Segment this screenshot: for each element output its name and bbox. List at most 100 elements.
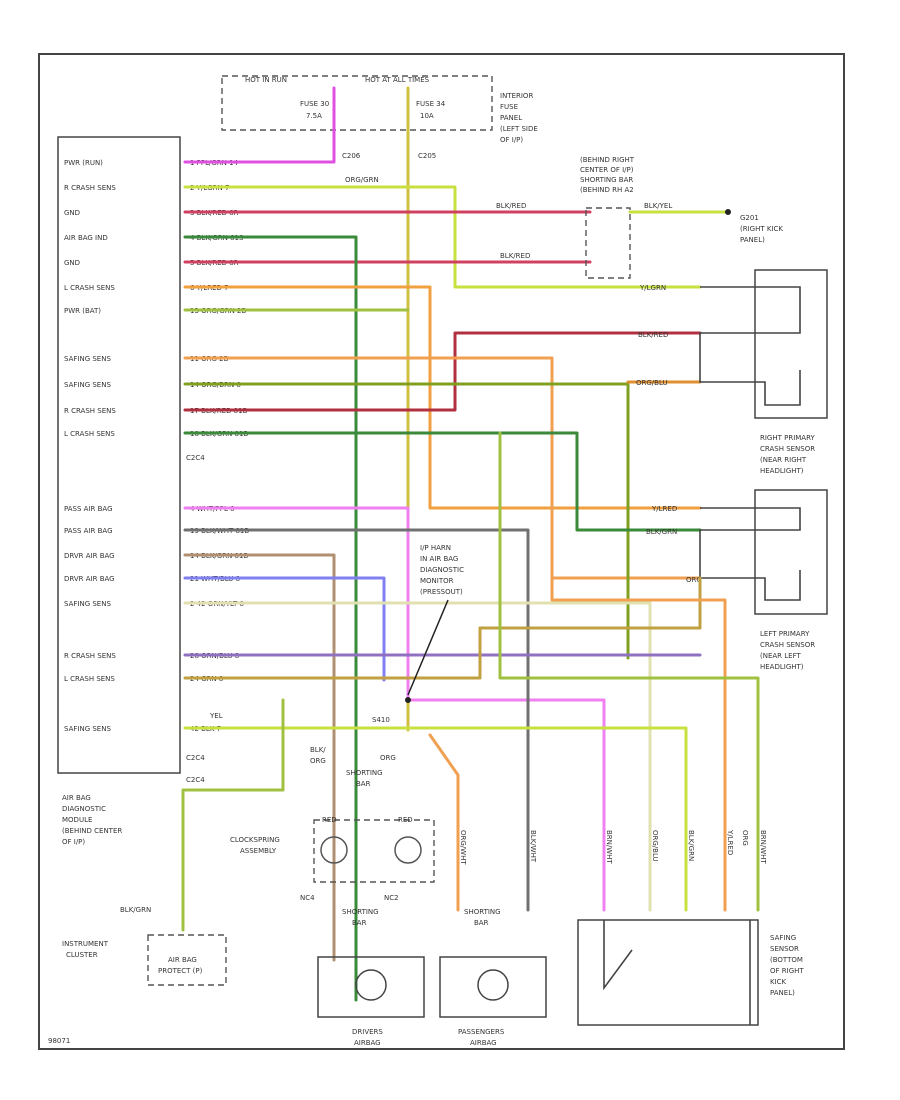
blk-red-label-3: BLK/RED <box>638 331 668 339</box>
svg-text:INSTRUMENT: INSTRUMENT <box>62 940 109 948</box>
passenger-airbag-box <box>439 956 547 1018</box>
wire-org-blu <box>183 356 702 580</box>
svg-text:INTERIOR: INTERIOR <box>500 92 533 100</box>
svg-text:FUSE: FUSE <box>500 103 518 111</box>
fuse-a-label: FUSE 30 <box>300 100 329 108</box>
g201-label: G201 (RIGHT KICK PANEL) <box>740 214 783 244</box>
svg-text:AIRBAG: AIRBAG <box>354 1039 381 1047</box>
wire-blk-42 <box>183 726 688 912</box>
module-pin-label: R CRASH SENS <box>64 184 116 192</box>
bottom-code: 98071 <box>48 1037 70 1045</box>
fuse-panel-label: INTERIOR FUSE PANEL (LEFT SIDE OF I/P) <box>500 92 538 144</box>
blk-red-label-2: BLK/RED <box>500 252 530 260</box>
g201-ground <box>725 209 731 215</box>
wire-fuse-a <box>183 86 336 164</box>
wire-blk-grn-14 <box>183 553 336 962</box>
svg-text:SHORTING: SHORTING <box>346 769 383 777</box>
blk-red-label-1: BLK/RED <box>496 202 526 210</box>
svg-text:BAR: BAR <box>352 919 367 927</box>
vertical-wire-label: BLK/WHT <box>529 830 537 863</box>
module-label: AIR BAG DIAGNOSTIC MODULE (BEHIND CENTER… <box>62 794 122 846</box>
clockspring-coil-1 <box>320 836 348 864</box>
left-sensor-label: LEFT PRIMARY CRASH SENSOR (NEAR LEFT HEA… <box>760 630 815 671</box>
red-label: RED <box>322 816 337 824</box>
module-pin-label: PWR (BAT) <box>64 307 101 315</box>
shorting-bar-top <box>585 207 631 279</box>
fuse-panel-box <box>221 75 493 131</box>
wire-blk-grn-vert <box>498 431 760 912</box>
module-pin-label: GND <box>64 209 80 217</box>
wire-blk-grn-mod <box>183 235 358 1002</box>
org-blu-label: ORG/BLU <box>636 379 668 387</box>
monitor-pointer <box>407 599 449 696</box>
monitor-label: I/P HARN IN AIR BAG DIAGNOSTIC MONITOR (… <box>420 544 464 596</box>
org-grn-label: ORG/GRN <box>345 176 379 184</box>
svg-text:PROTECT (P): PROTECT (P) <box>158 967 203 975</box>
nc2-label: NC2 <box>384 894 399 902</box>
diagram-border <box>38 53 845 1050</box>
red2-label: RED <box>398 816 413 824</box>
fuse-b-label: FUSE 34 <box>416 100 446 108</box>
hot-run-label: HOT IN RUN <box>245 76 287 84</box>
instrument-cluster-box <box>147 934 227 986</box>
vertical-wire-label: BRN/WHT <box>605 830 613 864</box>
fuse-b-amp: 10A <box>420 112 434 120</box>
shorting-bar-b-label: SHORTING BAR <box>342 908 379 927</box>
vertical-wire-label: ORG/BLU <box>651 830 659 862</box>
wire-grn-24 <box>183 576 702 680</box>
wire-orn-ylt <box>183 601 652 912</box>
shorting-bar-c-label: SHORTING BAR <box>464 908 501 927</box>
driver-airbag-label: DRIVERS AIRBAG <box>352 1028 383 1047</box>
svg-text:CLUSTER: CLUSTER <box>66 951 98 959</box>
svg-text:ORG: ORG <box>310 757 326 765</box>
wire-blk-wht <box>183 528 530 912</box>
svg-text:CRASH SENSOR: CRASH SENSOR <box>760 641 815 649</box>
svg-text:HEADLIGHT): HEADLIGHT) <box>760 467 804 475</box>
svg-text:PANEL): PANEL) <box>740 236 765 244</box>
svg-text:DIAGNOSTIC: DIAGNOSTIC <box>62 805 106 813</box>
module-pin-label: L CRASH SENS <box>64 284 115 292</box>
connector-label-1: C2C4 <box>186 454 205 462</box>
svg-text:IN AIR BAG: IN AIR BAG <box>420 555 458 563</box>
module-pin-label: DRVR AIR BAG <box>64 575 115 583</box>
c206-label: C206 <box>342 152 361 160</box>
vertical-wire-label: ORG <box>741 830 749 846</box>
yel-label: YEL <box>209 712 223 720</box>
svg-text:(NEAR LEFT: (NEAR LEFT <box>760 652 801 660</box>
vertical-wire-label: BRN/WHT <box>759 830 767 864</box>
wire-org-blu-3 <box>428 733 460 912</box>
left-sensor-switch <box>699 507 801 601</box>
module-pin-label: SAFING SENS <box>64 381 111 389</box>
wire-org-red <box>550 576 727 912</box>
s410-splice <box>405 697 411 703</box>
svg-text:CRASH SENSOR: CRASH SENSOR <box>760 445 815 453</box>
module-pin-label: R CRASH SENS <box>64 652 116 660</box>
module-pin-label: R CRASH SENS <box>64 407 116 415</box>
svg-text:CLOCKSPRING: CLOCKSPRING <box>230 836 280 844</box>
module-pin-label: PWR (RUN) <box>64 159 103 167</box>
safing-sensor-box <box>577 919 759 1026</box>
module-pin-label: SAFING SENS <box>64 355 111 363</box>
svg-text:SENSOR: SENSOR <box>770 945 799 953</box>
passenger-airbag-icon <box>477 969 509 1001</box>
svg-text:(NEAR RIGHT: (NEAR RIGHT <box>760 456 807 464</box>
module-pin-label: DRVR AIR BAG <box>64 552 115 560</box>
wire-wht-blu <box>183 576 386 682</box>
module-pin-label: GND <box>64 259 80 267</box>
connector-label-3: C2C4 <box>186 776 205 784</box>
wire-labels: 1 PPL/GRN 142 Y/LGRN 73 BLK/RED 8R4 BLK/… <box>190 159 249 733</box>
svg-text:DIAGNOSTIC: DIAGNOSTIC <box>420 566 464 574</box>
wire-y-lgrn-top <box>183 185 702 289</box>
svg-text:LEFT PRIMARY: LEFT PRIMARY <box>760 630 810 638</box>
module-pin-label: L CRASH SENS <box>64 675 115 683</box>
blk-grn-inst-label: BLK/GRN <box>120 906 151 914</box>
vertical-wire-label: BLK/GRN <box>687 830 695 861</box>
module-box <box>57 136 181 774</box>
svg-text:MODULE: MODULE <box>62 816 92 824</box>
wire-orange-6 <box>183 285 702 510</box>
svg-text:KICK: KICK <box>770 978 787 986</box>
c205-label: C205 <box>418 152 436 160</box>
svg-text:SAFING: SAFING <box>770 934 796 942</box>
